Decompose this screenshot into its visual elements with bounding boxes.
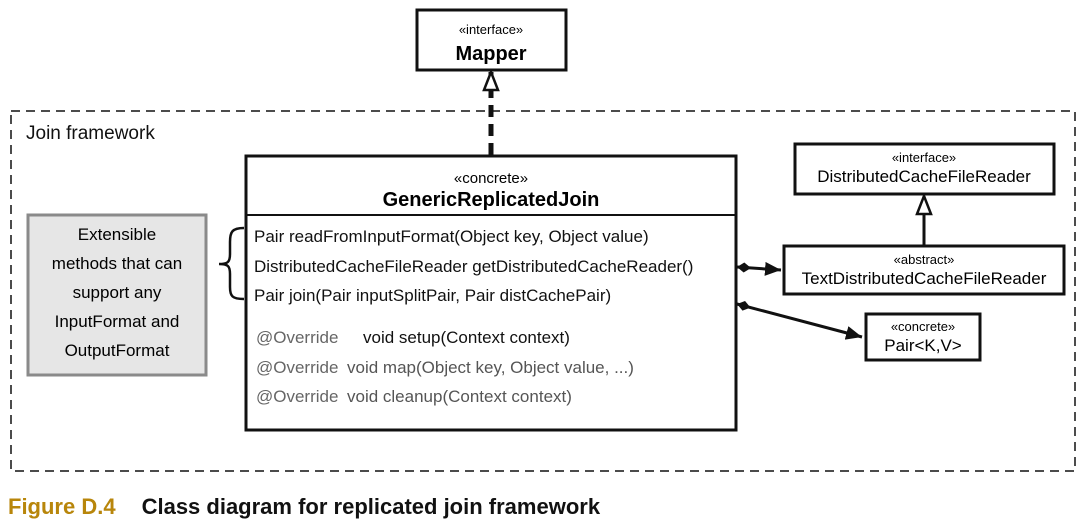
cache-reader-stereotype: «interface» xyxy=(892,150,956,165)
class-diagram: Join framework «interface» Mapper «concr… xyxy=(10,8,1076,472)
figure-caption-text: Class diagram for replicated join framew… xyxy=(141,494,601,519)
method-join: Pair join(Pair inputSplitPair, Pair dist… xyxy=(254,286,611,305)
mapper-stereotype: «interface» xyxy=(459,22,523,37)
override-cleanup-signature: void cleanup(Context context) xyxy=(347,387,572,406)
note-line-3: support any xyxy=(73,283,162,302)
override-setup-annotation: @Override xyxy=(256,328,338,347)
override-map-signature: void map(Object key, Object value, ...) xyxy=(347,358,634,377)
text-cache-reader-stereotype: «abstract» xyxy=(894,252,955,267)
text-distributed-cache-file-reader-class: «abstract» TextDistributedCacheFileReade… xyxy=(782,244,1066,296)
generic-join-stereotype: «concrete» xyxy=(454,170,528,187)
override-map-annotation: @Override xyxy=(256,358,338,377)
composition-to-pair xyxy=(736,300,863,340)
text-cache-reader-name: TextDistributedCacheFileReader xyxy=(802,269,1047,288)
distributed-cache-file-reader-class: «interface» DistributedCacheFileReader xyxy=(793,142,1056,196)
pair-class: «concrete» Pair<K,V> xyxy=(864,312,982,362)
pair-stereotype: «concrete» xyxy=(891,319,955,334)
override-setup-signature: void setup(Context context) xyxy=(363,328,570,347)
framework-label: Join framework xyxy=(26,123,155,144)
method-read-from-input-format: Pair readFromInputFormat(Object key, Obj… xyxy=(254,227,649,246)
note-line-2: methods that can xyxy=(52,254,182,273)
cache-reader-name: DistributedCacheFileReader xyxy=(817,167,1031,186)
override-cleanup-annotation: @Override xyxy=(256,387,338,406)
mapper-class: «interface» Mapper xyxy=(415,8,568,72)
note-line-5: OutputFormat xyxy=(65,341,170,360)
figure-number: Figure D.4 xyxy=(8,494,116,519)
pair-name: Pair<K,V> xyxy=(884,336,962,355)
figure-caption: Figure D.4 Class diagram for replicated j… xyxy=(8,494,600,520)
extensible-methods-brace xyxy=(218,226,245,301)
generic-join-name: GenericReplicatedJoin xyxy=(383,189,600,211)
method-get-distributed-cache-reader: DistributedCacheFileReader getDistribute… xyxy=(254,257,693,276)
generic-replicated-join-class: «concrete» GenericReplicatedJoin Pair re… xyxy=(244,154,738,432)
mapper-name: Mapper xyxy=(455,43,526,65)
note-line-4: InputFormat and xyxy=(55,312,180,331)
note-line-1: Extensible xyxy=(78,225,156,244)
join-framework-boundary xyxy=(10,110,1076,472)
extensible-methods-note: Extensible methods that can support any … xyxy=(26,213,208,377)
composition-to-text-cache-reader xyxy=(736,261,782,276)
